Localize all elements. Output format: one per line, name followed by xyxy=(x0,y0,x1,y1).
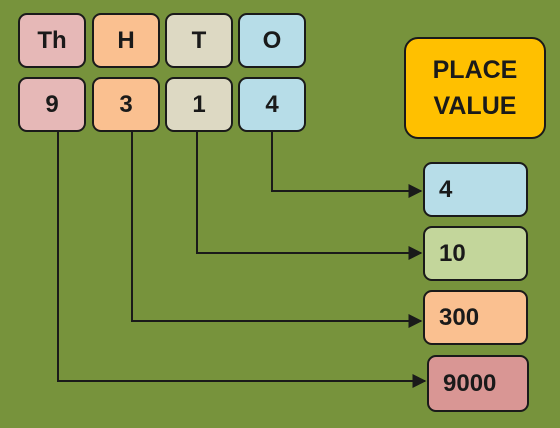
value-thousands: 9000 xyxy=(427,355,529,412)
arrow-hundreds xyxy=(131,132,423,328)
digit-thousands: 9 xyxy=(18,77,86,132)
header-ones: O xyxy=(238,13,306,68)
value-tens: 10 xyxy=(423,226,528,281)
title-line-1: PLACE xyxy=(432,55,518,84)
header-thousands: Th xyxy=(18,13,86,68)
digit-tens: 1 xyxy=(165,77,233,132)
value-hundreds: 300 xyxy=(423,290,528,345)
value-ones: 4 xyxy=(423,162,528,217)
arrow-tens xyxy=(196,132,423,260)
header-tens: T xyxy=(165,13,233,68)
arrow-thousands xyxy=(57,132,427,388)
arrow-ones xyxy=(271,132,423,198)
digit-hundreds: 3 xyxy=(92,77,160,132)
header-hundreds: H xyxy=(92,13,160,68)
title-line-2: VALUE xyxy=(433,92,517,120)
place-value-title: PLACE VALUE xyxy=(404,37,546,139)
digit-ones: 4 xyxy=(238,77,306,132)
